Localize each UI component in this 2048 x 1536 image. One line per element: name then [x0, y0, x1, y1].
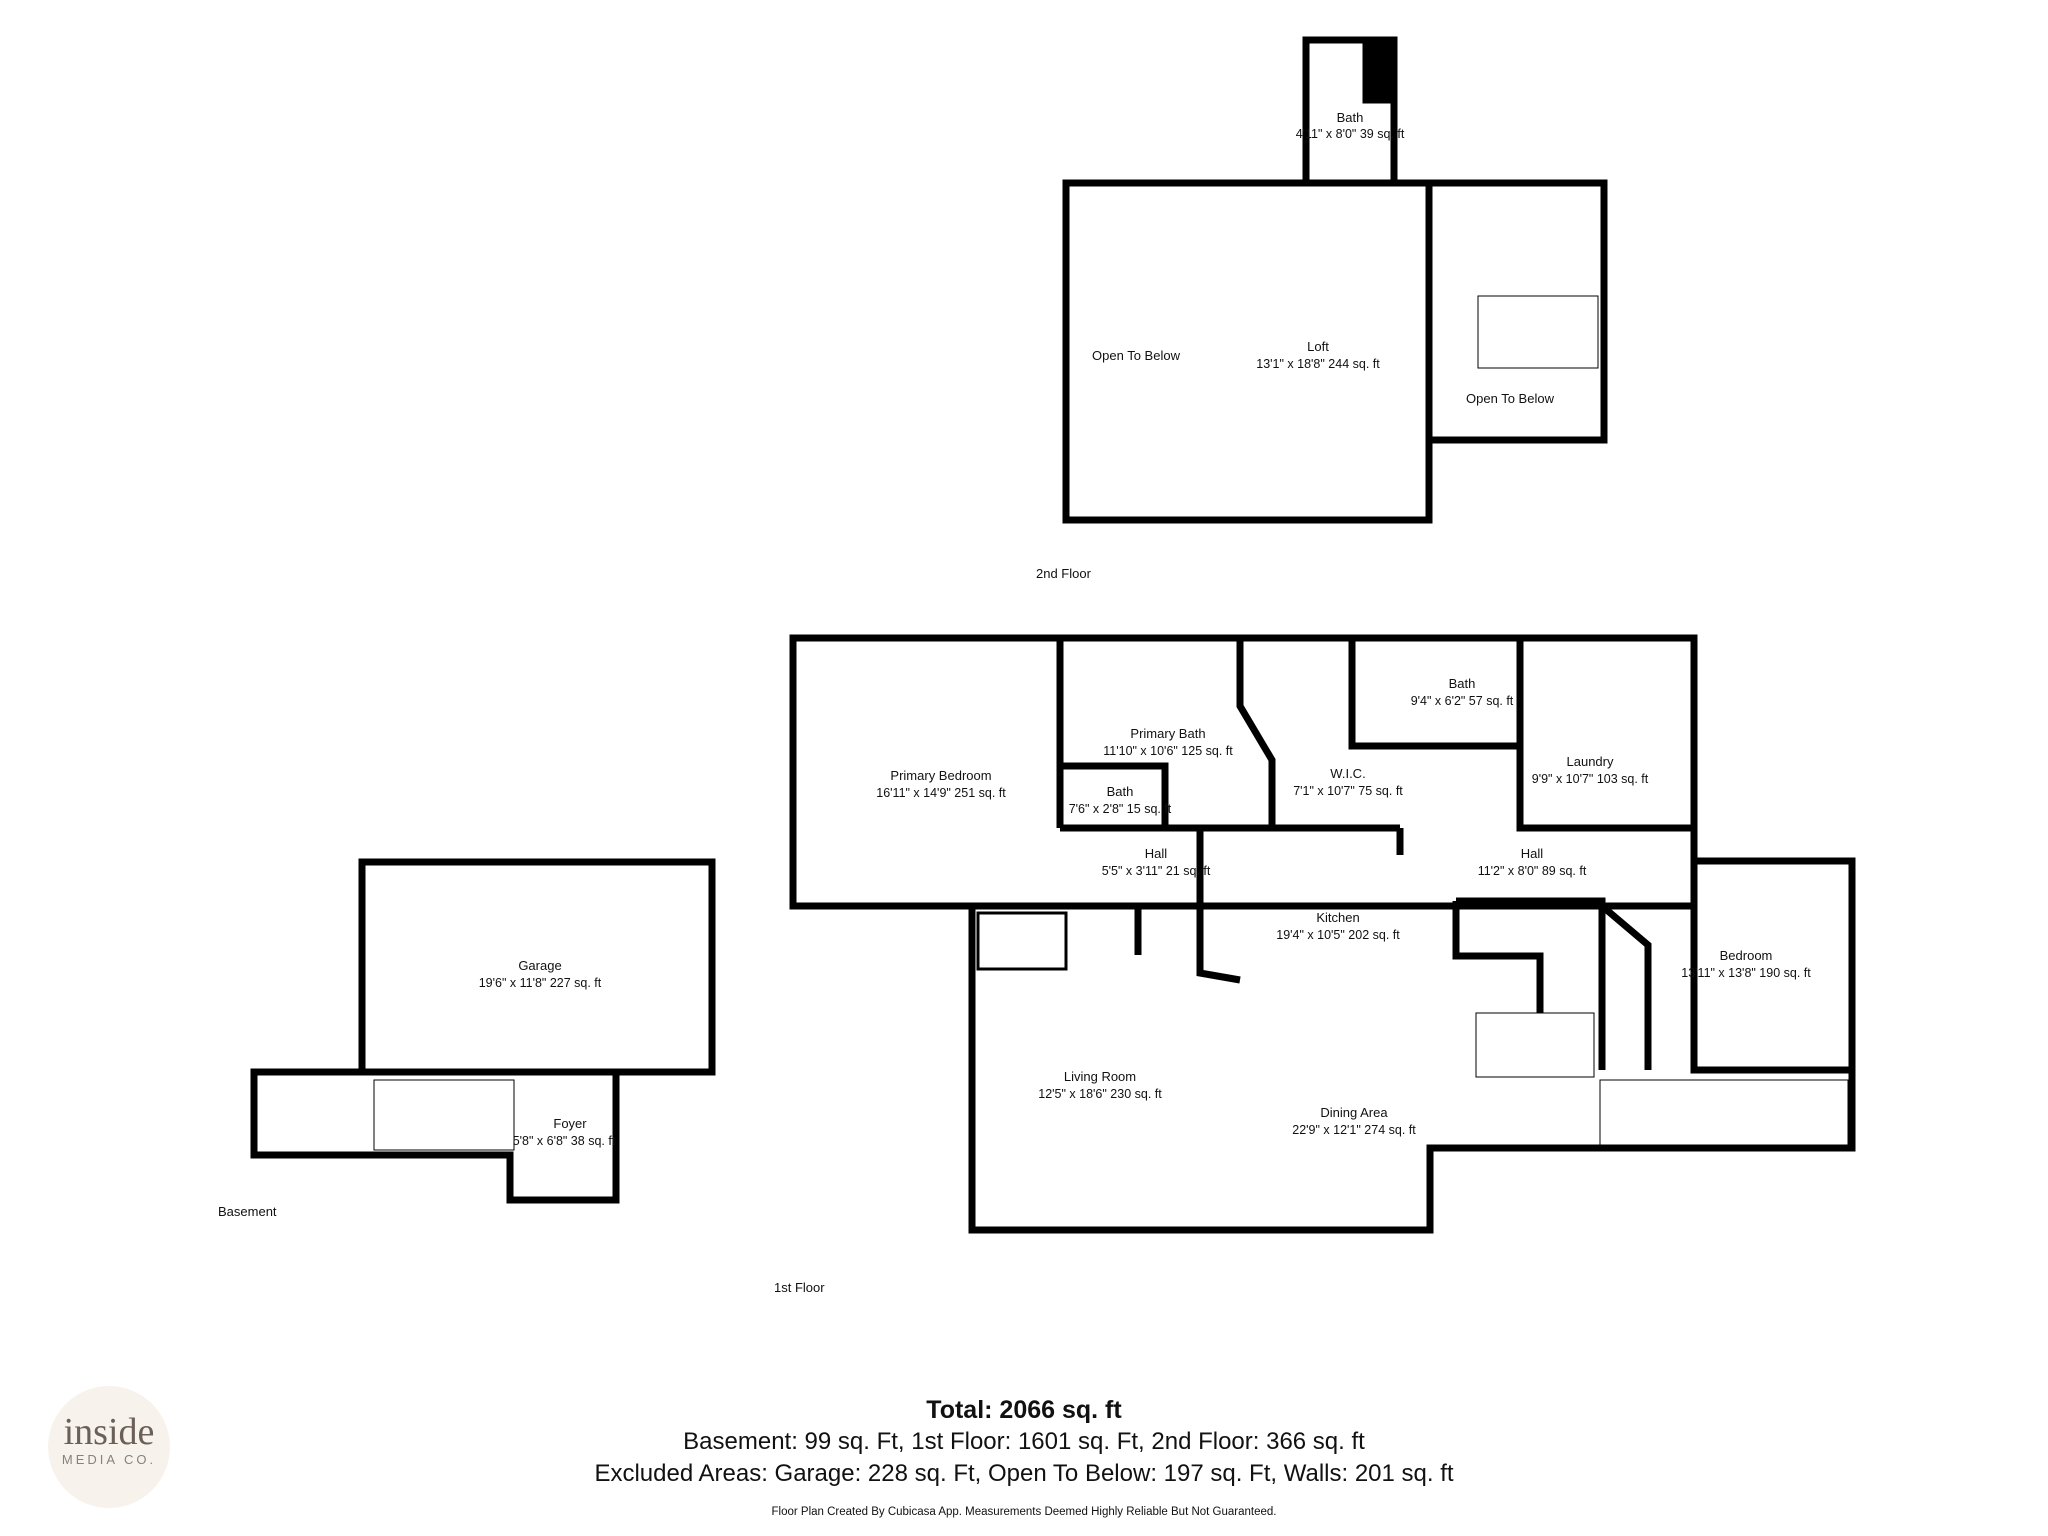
room-loft-name: Loft: [1307, 339, 1329, 354]
floor-breakdown: Basement: 99 sq. Ft, 1st Floor: 1601 sq.…: [683, 1428, 1365, 1455]
room-small-bath-name: Bath: [1107, 784, 1134, 799]
stairs-1f: [1475, 1012, 1595, 1078]
room-hall-left-name: Hall: [1145, 846, 1168, 861]
room-primary-bedroom-dims: 16'11" x 14'9" 251 sq. ft: [876, 786, 1006, 800]
walls: [250, 36, 1856, 1234]
right-bedroom-wall: [1690, 861, 1852, 1074]
room-primary-bath-name: Primary Bath: [1130, 726, 1205, 741]
kitchen-island-wall: [1196, 828, 1241, 984]
bedroom-diagonal-wall: [1599, 903, 1652, 1070]
room-hall-right-dims: 11'2" x 8'0" 89 sq. ft: [1478, 864, 1587, 878]
room-dining-area-name: Dining Area: [1320, 1105, 1388, 1120]
laundry-wall: [1516, 746, 1694, 832]
brand-logo: inside MEDIA CO.: [48, 1386, 170, 1508]
chimney: [1362, 36, 1398, 104]
room-wic-name: W.I.C.: [1330, 766, 1365, 781]
stairs: [373, 295, 1849, 1151]
room-dining-area-dims: 22'9" x 12'1" 274 sq. ft: [1292, 1123, 1416, 1137]
stair-wall-right: [1456, 897, 1606, 1070]
total-area: Total: 2066 sq. ft: [926, 1396, 1122, 1424]
room-bedroom-name: Bedroom: [1720, 948, 1773, 963]
room-laundry-dims: 9'9" x 10'7" 103 sq. ft: [1532, 772, 1649, 786]
fireplace: [976, 911, 1068, 971]
room-bedroom-dims: 13'11" x 13'8" 190 sq. ft: [1681, 966, 1811, 980]
bath-1f-wall: [1348, 638, 1524, 750]
first-floor-lower-wall: [968, 857, 1856, 1234]
room-loft-dims: 13'1" x 18'8" 244 sq. ft: [1256, 357, 1380, 371]
room-bath-1f-dims: 9'4" x 6'2" 57 sq. ft: [1411, 694, 1514, 708]
loft-right-wing-wall: [1429, 179, 1608, 444]
room-garage-name: Garage: [518, 958, 561, 973]
room-open-below-right: Open To Below: [1466, 391, 1555, 406]
stairs-1f-lower: [1599, 1079, 1849, 1151]
basement-corridor-wall: [250, 1068, 620, 1204]
room-wic-dims: 7'1" x 10'7" 75 sq. ft: [1293, 784, 1403, 798]
room-garage-dims: 19'6" x 11'8" 227 sq. ft: [479, 976, 602, 990]
floor-label-second: 2nd Floor: [1036, 566, 1092, 581]
room-bath-2f-name: Bath: [1337, 110, 1364, 125]
disclaimer: Floor Plan Created By Cubicasa App. Meas…: [771, 1506, 1277, 1518]
small-bath-wall: [1060, 762, 1169, 828]
room-open-below-left: Open To Below: [1092, 348, 1181, 363]
garage-wall: [358, 858, 716, 1076]
bath-2f-wall: [1302, 36, 1398, 183]
floor-label-basement: Basement: [218, 1204, 277, 1219]
logo-sub: MEDIA CO.: [61, 1452, 157, 1467]
room-primary-bath-dims: 11'10" x 10'6" 125 sq. ft: [1103, 744, 1233, 758]
room-primary-bedroom-name: Primary Bedroom: [890, 768, 991, 783]
room-bath-1f-name: Bath: [1449, 676, 1476, 691]
loft-outer-wall: [1062, 179, 1433, 524]
stairs-2f: [1477, 295, 1599, 369]
room-small-bath-dims: 7'6" x 2'8" 15 sq. ft: [1069, 802, 1172, 816]
room-kitchen-dims: 19'4" x 10'5" 202 sq. ft: [1276, 928, 1400, 942]
room-bath-2f-dims: 4'11" x 8'0" 39 sq. ft: [1296, 127, 1405, 141]
room-living-room-name: Living Room: [1064, 1069, 1136, 1084]
excluded-areas: Excluded Areas: Garage: 228 sq. Ft, Open…: [594, 1460, 1454, 1487]
room-laundry-name: Laundry: [1567, 754, 1614, 769]
room-hall-right-name: Hall: [1521, 846, 1544, 861]
room-living-room-dims: 12'5" x 18'6" 230 sq. ft: [1038, 1087, 1162, 1101]
stair-wall-inner: [1452, 901, 1544, 1013]
room-hall-left-dims: 5'5" x 3'11" 21 sq. ft: [1102, 864, 1211, 878]
room-foyer-dims: 5'8" x 6'8" 38 sq. ft: [513, 1134, 616, 1148]
wic-wall: [1236, 638, 1276, 828]
room-kitchen-name: Kitchen: [1316, 910, 1359, 925]
logo-word: inside: [63, 1411, 155, 1453]
stairs-basement: [373, 1079, 515, 1151]
floor-label-first: 1st Floor: [774, 1280, 825, 1295]
room-foyer-name: Foyer: [553, 1116, 587, 1131]
